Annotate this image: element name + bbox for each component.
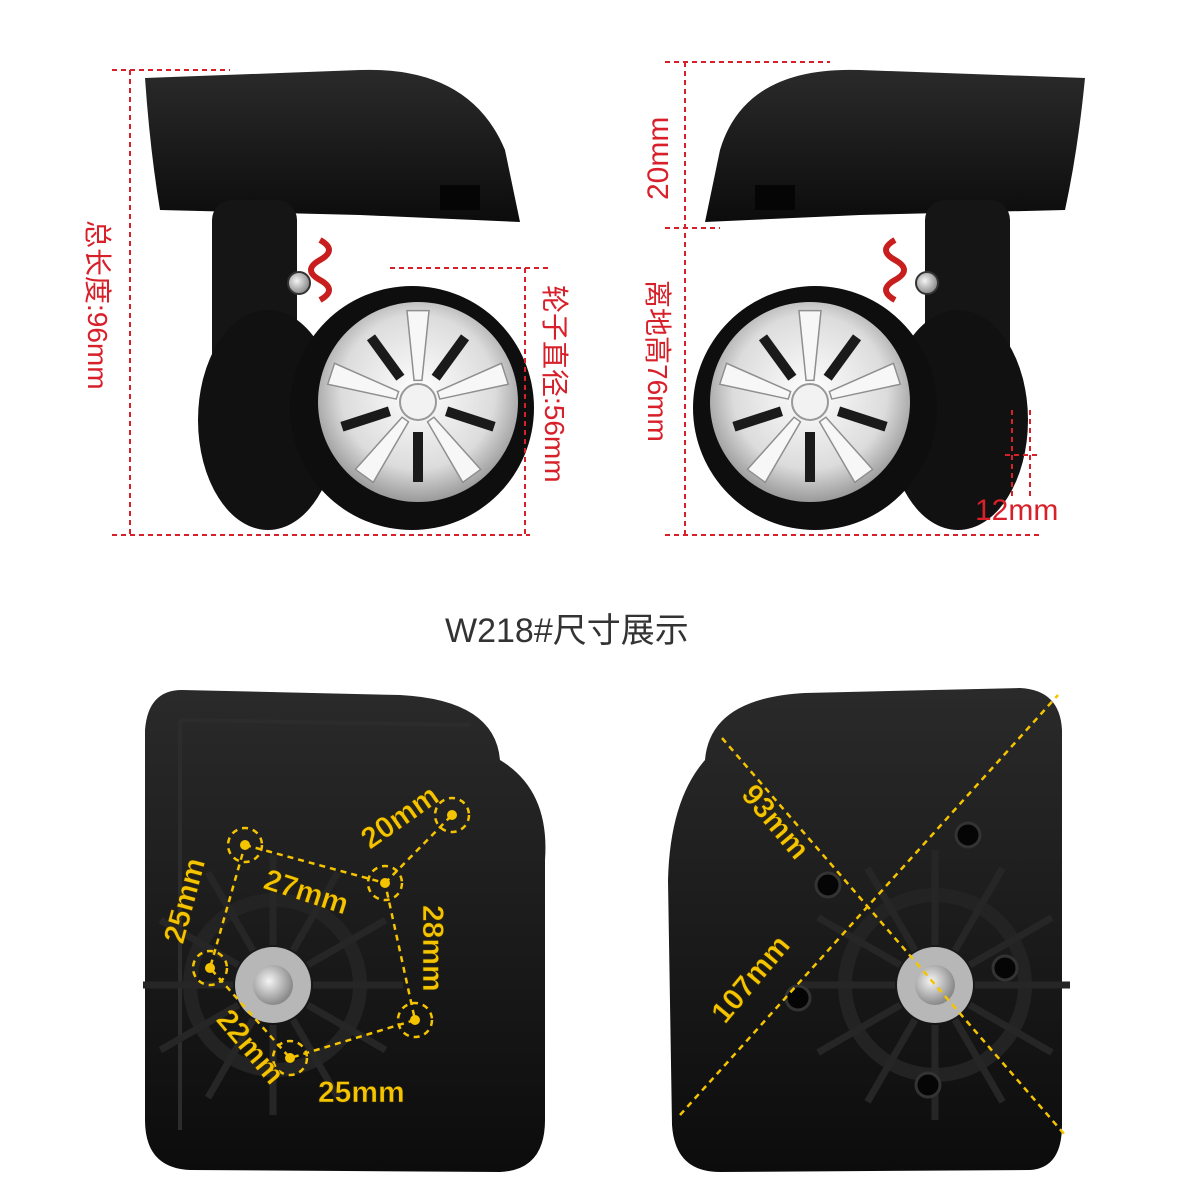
wheel-gap bbox=[758, 334, 797, 381]
plate-rib bbox=[967, 914, 1054, 969]
right-mounting-hole bbox=[814, 871, 842, 899]
mounting-hole bbox=[191, 949, 229, 987]
wheel-spoke bbox=[426, 416, 482, 484]
left-side-dimensions bbox=[112, 69, 552, 536]
wheel-spoke bbox=[798, 309, 822, 382]
left-center-bolt bbox=[253, 965, 293, 1005]
left-wheel-cap bbox=[399, 383, 437, 421]
plate-rib bbox=[204, 1017, 257, 1100]
right-mounting-hole bbox=[991, 954, 1019, 982]
mounting-hole bbox=[433, 796, 471, 834]
wheel-gap bbox=[836, 406, 888, 432]
hole-spacing-label: 25mm bbox=[318, 1076, 405, 1109]
right-spring bbox=[883, 237, 907, 303]
wheel-spoke bbox=[326, 362, 400, 400]
left-plate-ribs bbox=[143, 855, 403, 1115]
wheel-gap bbox=[431, 334, 470, 381]
mounting-hole bbox=[396, 1001, 434, 1039]
wheel-diameter-label: 轮子直径:56mm bbox=[539, 285, 570, 483]
plate-rib bbox=[204, 870, 257, 953]
plate-rib bbox=[816, 1001, 903, 1056]
plate-rib bbox=[951, 1017, 1006, 1104]
mounting-hole bbox=[271, 1039, 309, 1077]
plate-rib bbox=[864, 866, 919, 953]
plate-rib bbox=[305, 916, 388, 969]
right-caster-side-view bbox=[693, 69, 1085, 530]
plate-rib bbox=[816, 914, 903, 969]
plate-rib bbox=[864, 1017, 919, 1104]
wheel-gap bbox=[823, 334, 862, 381]
plate-rib bbox=[951, 866, 1006, 953]
right-mount-plate bbox=[705, 69, 1085, 223]
right-wheel-spokes bbox=[718, 309, 902, 484]
plate-rib bbox=[305, 1001, 388, 1054]
right-mounting-hole bbox=[954, 821, 982, 849]
left-mount-plate bbox=[145, 69, 520, 223]
plate-rib bbox=[289, 1017, 342, 1100]
wheel-spoke bbox=[718, 362, 792, 400]
left-wheel-spokes bbox=[326, 309, 510, 484]
wheel-gap bbox=[366, 334, 405, 381]
wheel-gap bbox=[340, 406, 392, 432]
wheel-spoke bbox=[354, 416, 410, 484]
right-mounting-hole bbox=[784, 984, 812, 1012]
right-wheel-cap bbox=[791, 383, 829, 421]
plate-rib bbox=[967, 1001, 1054, 1056]
wheel-gap bbox=[732, 406, 784, 432]
left-plate-slot bbox=[440, 185, 480, 210]
right-plate-slot bbox=[755, 185, 795, 210]
mounting-hole bbox=[366, 864, 404, 902]
total-length-label: 总长度:96mm bbox=[82, 220, 113, 390]
wheel-spoke bbox=[828, 362, 902, 400]
diagram-title: W218#尺寸展示 bbox=[445, 612, 689, 650]
right-side-dimensions bbox=[665, 61, 1040, 536]
plate-rib bbox=[158, 1001, 241, 1054]
mounting-hole bbox=[226, 826, 264, 864]
wheel-spoke bbox=[746, 416, 802, 484]
right-mounting-hole bbox=[914, 1071, 942, 1099]
left-spring bbox=[308, 237, 332, 303]
left-pivot-bolt bbox=[287, 271, 311, 295]
hole-spacing-label: 28mm bbox=[416, 905, 449, 992]
wheel-spoke bbox=[406, 309, 430, 382]
wheel-spoke bbox=[436, 362, 510, 400]
left-mount-plate-bottom bbox=[143, 690, 546, 1172]
top-height-label: 20mm bbox=[642, 117, 675, 200]
ground-clearance-label: 离地高76mm bbox=[642, 280, 673, 442]
tread-width-label: 12mm bbox=[975, 494, 1058, 527]
right-mount-plate-bottom bbox=[668, 688, 1070, 1172]
left-plate-inner-rib bbox=[178, 718, 471, 1130]
wheel-gap bbox=[444, 406, 496, 432]
plate-rib bbox=[289, 870, 342, 953]
wheel-spoke bbox=[818, 416, 874, 484]
left-mounting-holes bbox=[191, 796, 471, 1077]
right-center-bolt bbox=[915, 965, 955, 1005]
left-caster-side-view bbox=[145, 69, 534, 530]
plate-rib bbox=[158, 916, 241, 969]
right-plate-ribs bbox=[800, 850, 1070, 1120]
right-pivot-bolt bbox=[915, 271, 939, 295]
